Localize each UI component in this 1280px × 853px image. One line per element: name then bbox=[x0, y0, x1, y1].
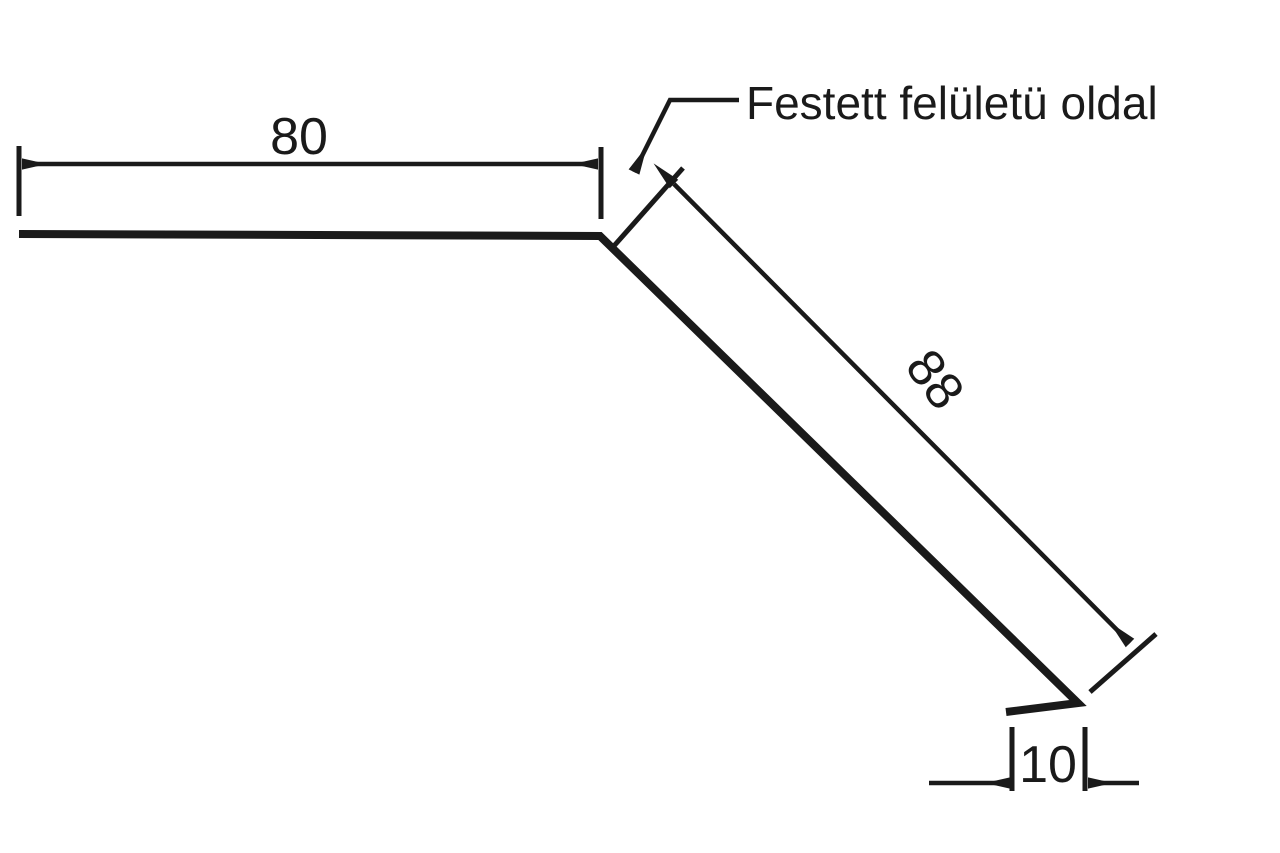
dimension-label-80: 80 bbox=[270, 108, 328, 166]
dimension-80: 80 bbox=[16, 108, 604, 219]
dimension-label-10: 10 bbox=[1019, 736, 1077, 794]
dimension-label-88: 88 bbox=[894, 339, 975, 420]
profile-outline bbox=[18, 230, 1087, 716]
dimension-10: 10 bbox=[929, 727, 1139, 794]
note-label-painted-side: Festett felületü oldal bbox=[746, 77, 1158, 129]
leader-line-with-arrow-icon bbox=[628, 97, 739, 175]
extension-line-upper bbox=[611, 166, 685, 249]
profile-path bbox=[18, 230, 1087, 716]
note-painted-side: Festett felületü oldal bbox=[628, 77, 1158, 175]
extension-line-lower bbox=[1088, 632, 1158, 694]
dimension-88: 88 bbox=[611, 163, 1158, 694]
dimension-line-88 bbox=[653, 163, 1135, 648]
